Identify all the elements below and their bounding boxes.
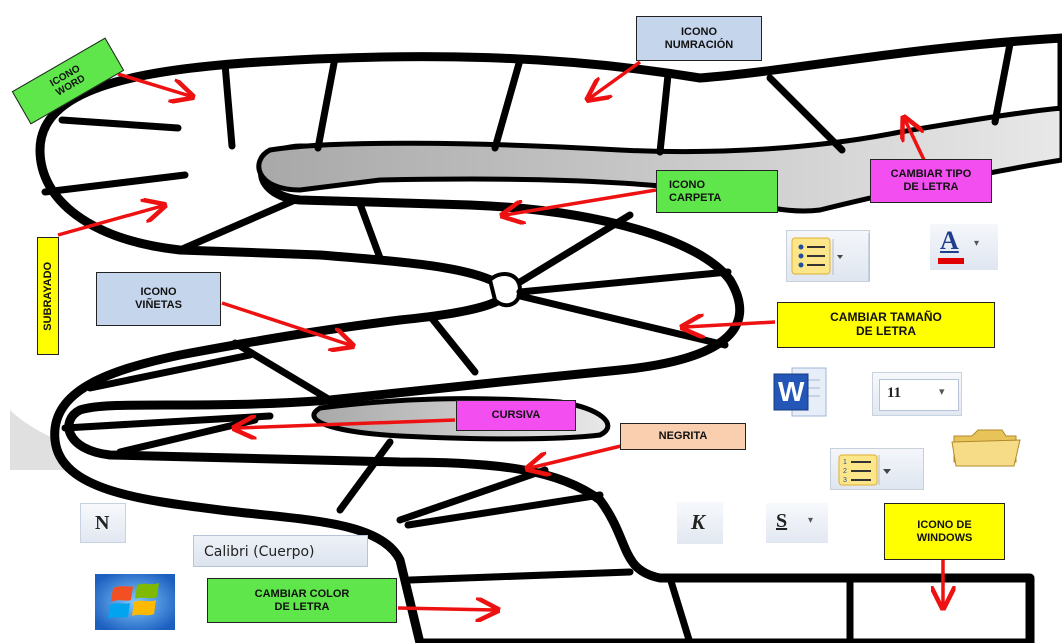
word-icon-graphic xyxy=(773,367,827,417)
windows-icon-graphic xyxy=(95,574,175,630)
font-size-value: 11 xyxy=(887,385,902,401)
italic-glyph: K xyxy=(691,510,706,534)
bullets-icon-graphic xyxy=(791,233,870,281)
label-cambiar-tipo: CAMBIAR TIPO DE LETRA xyxy=(870,159,992,203)
track-row-1 xyxy=(35,33,1062,643)
underline-icon: S ▾ xyxy=(766,503,828,543)
label-icono-vinetas: ICONO VIÑETAS xyxy=(96,272,221,326)
arrow-tamano xyxy=(685,322,776,327)
underline-glyph: S xyxy=(776,510,788,532)
label-negrita: NEGRITA xyxy=(620,423,746,450)
label-subrayado-text: SUBRAYADO xyxy=(41,261,54,331)
font-color-icon: A ▾ xyxy=(930,224,998,270)
arrow-cursiva xyxy=(237,420,456,428)
svg-text:2: 2 xyxy=(843,468,847,475)
font-name-box: Calibri (Cuerpo) xyxy=(193,535,368,567)
font-size-dropdown-icon: ▾ xyxy=(939,386,945,398)
font-color-dropdown-icon: ▾ xyxy=(974,238,980,249)
label-cursiva: CURSIVA xyxy=(456,400,576,431)
arrow-negrita xyxy=(530,443,626,468)
font-color-bar xyxy=(938,258,964,264)
cell-dividers xyxy=(41,40,1034,643)
arrow-tipo xyxy=(905,120,927,163)
font-size-field xyxy=(879,379,959,411)
windows-icon xyxy=(95,574,175,630)
word-icon: W xyxy=(770,360,832,426)
label-icono-carpeta: ICONO CARPETA xyxy=(656,170,778,213)
label-subrayado: SUBRAYADO xyxy=(37,237,59,355)
bold-icon: N xyxy=(80,503,126,543)
underline-dropdown-icon: ▾ xyxy=(808,515,814,526)
font-color-glyph: A xyxy=(940,226,959,255)
arrow-subrayado xyxy=(57,206,162,237)
word-glyph: W xyxy=(778,376,805,407)
label-icono-windows: ICONO DE WINDOWS xyxy=(884,503,1005,560)
arrow-word xyxy=(117,72,190,96)
arrow-numeracion xyxy=(590,60,642,98)
font-name-value: Calibri (Cuerpo) xyxy=(204,544,315,560)
arrow-carpeta xyxy=(505,188,657,215)
numbering-icon-graphic: 1 2 3 xyxy=(838,454,891,486)
folder-icon xyxy=(950,426,1024,468)
numbering-icon: 1 2 3 xyxy=(830,448,924,490)
font-size-box: 11 ▾ xyxy=(872,372,962,416)
svg-text:3: 3 xyxy=(843,477,847,484)
label-icono-numeracion: ICONO NUMRACIÓN xyxy=(636,16,762,61)
italic-icon: K xyxy=(677,502,723,544)
svg-text:1: 1 xyxy=(843,459,847,466)
folder-icon-graphic xyxy=(951,429,1021,467)
arrow-vinetas xyxy=(221,301,350,345)
label-cambiar-tamano: CAMBIAR TAMAÑO DE LETRA xyxy=(777,302,995,348)
arrows xyxy=(57,60,943,610)
label-cambiar-color: CAMBIAR COLOR DE LETRA xyxy=(207,578,397,623)
arrow-color xyxy=(397,608,495,610)
bullets-icon xyxy=(786,230,870,282)
bold-glyph: N xyxy=(95,512,110,534)
